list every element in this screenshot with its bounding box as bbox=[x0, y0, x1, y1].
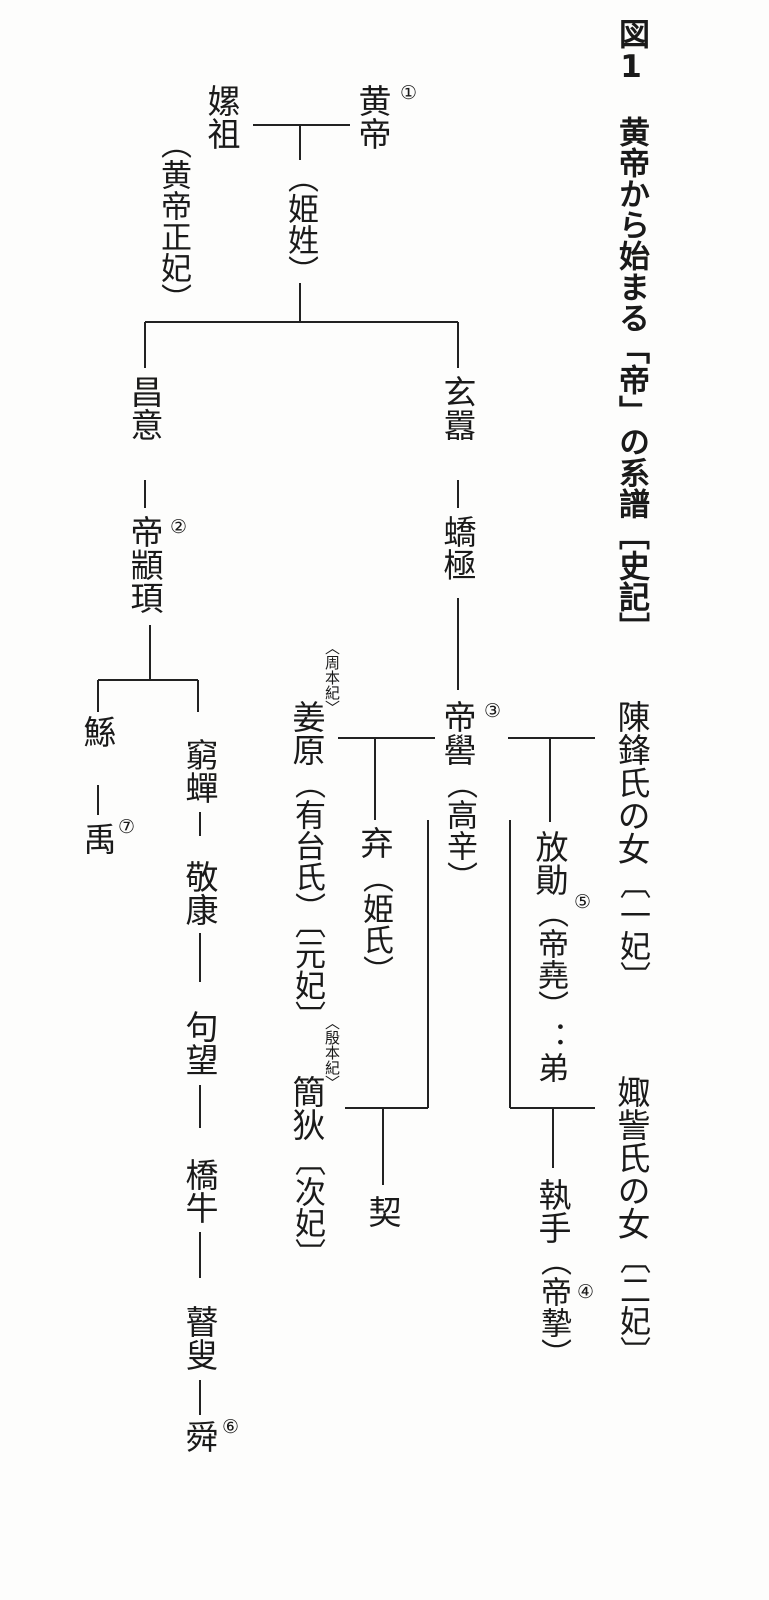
person-yu: 禹 bbox=[78, 822, 117, 855]
person-shun: 舜 bbox=[180, 1420, 219, 1453]
person-qi-zhou: 弃 bbox=[355, 826, 394, 859]
person-leizu: 嫘祖 bbox=[202, 84, 241, 150]
number-1: ① bbox=[400, 82, 418, 104]
leizu-note: （黄帝正妃） bbox=[155, 128, 191, 314]
person-chenfeng: 陳鋒氏の女 bbox=[612, 700, 651, 865]
fangxun-note: （帝堯）：弟 bbox=[532, 897, 568, 1083]
diku-alias: （高辛） bbox=[441, 768, 477, 892]
zhi-note: （帝摯） bbox=[535, 1245, 571, 1369]
number-7: ⑦ bbox=[118, 816, 136, 838]
person-jiangyuan: 姜原 bbox=[287, 700, 326, 766]
person-jingkang: 敬康 bbox=[180, 860, 219, 926]
person-juzi: 娵訾氏の女 bbox=[612, 1075, 651, 1240]
person-gun: 鯀 bbox=[78, 715, 117, 748]
person-huangdi: 黄帝 bbox=[353, 84, 392, 150]
person-qiongchan: 窮蟬 bbox=[180, 738, 219, 804]
number-2: ② bbox=[170, 516, 188, 538]
chenfeng-note: 〔一妃〕 bbox=[614, 868, 650, 992]
person-jiandi: 簡狄 bbox=[287, 1075, 326, 1141]
zhou-benji-label: 〈周本紀〉 bbox=[323, 640, 341, 715]
person-xuanxiao: 玄囂 bbox=[438, 375, 477, 441]
person-fangxun: 放勛 bbox=[530, 830, 569, 896]
person-juwang: 句望 bbox=[180, 1010, 219, 1076]
number-6: ⑥ bbox=[222, 1416, 240, 1438]
person-qiaoniu: 橋牛 bbox=[180, 1158, 219, 1224]
number-5: ⑤ bbox=[574, 891, 592, 913]
person-zhi: 執手 bbox=[533, 1178, 572, 1244]
number-3: ③ bbox=[484, 700, 502, 722]
person-xie: 契 bbox=[363, 1195, 402, 1228]
number-4: ④ bbox=[577, 1281, 595, 1303]
person-gusou: 瞽叟 bbox=[180, 1305, 219, 1371]
diagram-title: 図1 黄帝から始まる「帝」の系譜［史記］ bbox=[613, 18, 649, 643]
yin-benji-label: 〈殷本紀〉 bbox=[323, 1015, 341, 1090]
juzi-note: 〔二妃〕 bbox=[614, 1243, 650, 1367]
person-changyi: 昌意 bbox=[125, 375, 164, 441]
jiangyuan-note: （有台氏）〔元妃〕 bbox=[289, 768, 325, 1032]
person-zhuanxu: 帝顓頊 bbox=[125, 515, 164, 614]
person-jiaoji: 蟜極 bbox=[438, 515, 477, 581]
huangdi-clan: （姫姓） bbox=[282, 162, 318, 286]
qi-zhou-note: （姫氏） bbox=[357, 862, 393, 986]
jiandi-note: 〔次妃〕 bbox=[289, 1145, 325, 1269]
person-diku: 帝嚳 bbox=[438, 700, 477, 766]
